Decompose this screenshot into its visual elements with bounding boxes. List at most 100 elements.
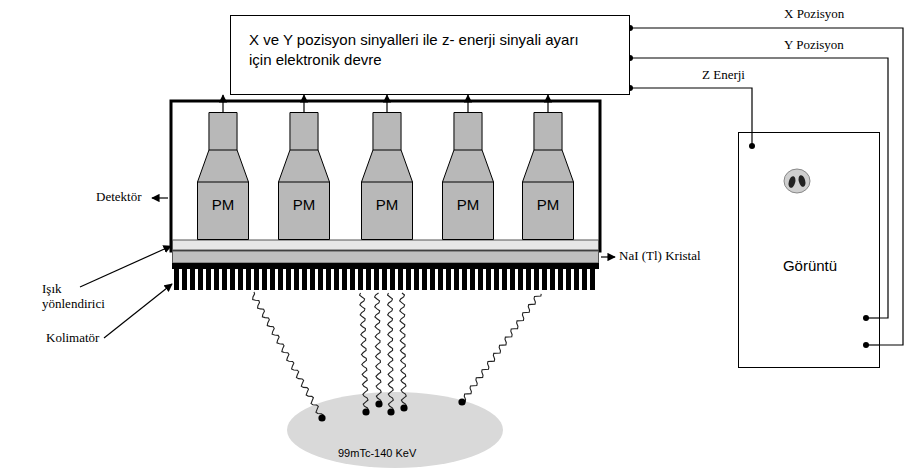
collimator-septum <box>502 268 507 290</box>
collimator-septum <box>238 268 243 290</box>
collimator-septum <box>590 268 595 290</box>
collimator-septum <box>198 268 203 290</box>
leader-line <box>152 197 168 198</box>
collimator-septum <box>294 268 299 290</box>
source-dot <box>375 400 382 407</box>
collimator-septum <box>414 268 419 290</box>
signal-label: Y Pozisyon <box>782 37 846 53</box>
source-dot <box>400 404 407 411</box>
part-label: Detektör <box>96 190 141 205</box>
source-dot <box>318 414 325 421</box>
collimator-septum <box>422 268 427 290</box>
collimator-septum <box>318 268 323 290</box>
photomultiplier-tube: PM <box>361 112 413 240</box>
gamma-ray <box>360 293 369 412</box>
collimator-septum <box>390 268 395 290</box>
pm-tube-outline <box>361 112 413 240</box>
gamma-ray <box>388 293 394 412</box>
image-icon <box>784 169 810 193</box>
collimator-septum <box>286 268 291 290</box>
collimator-septum <box>358 268 363 290</box>
box-text: X ve Y pozisyon sinyalleri ile z- enerji… <box>249 30 579 71</box>
leader-line <box>104 284 172 338</box>
photomultiplier-tube: PM <box>197 112 249 240</box>
collimator-septum <box>470 268 475 290</box>
collimator-septum <box>334 268 339 290</box>
gamma-ray <box>462 294 541 402</box>
photomultiplier-tube: PM <box>278 112 330 240</box>
source-dot <box>458 398 465 405</box>
collimator-septum <box>446 268 451 290</box>
pm-label: PM <box>361 196 413 213</box>
collimator-septum <box>494 268 499 290</box>
gamma-ray <box>400 293 407 408</box>
part-label: Kolimatör <box>46 331 99 346</box>
collimator-septum <box>222 268 227 290</box>
part-label: NaI (Tl) Kristal <box>619 249 701 264</box>
collimator-septum <box>366 268 371 290</box>
source-dot <box>362 408 369 415</box>
collimator-septum <box>302 268 307 290</box>
nai-crystal <box>173 251 599 263</box>
collimator-septum <box>398 268 403 290</box>
light-guide <box>173 240 599 250</box>
collimator-septum <box>278 268 283 290</box>
signal-arrow <box>303 95 304 112</box>
collimator-septum <box>574 268 579 290</box>
signal-arrow <box>386 95 387 112</box>
collimator-septum <box>582 268 587 290</box>
collimator-septum <box>558 268 563 290</box>
collimator-septum <box>214 268 219 290</box>
collimator-septum <box>326 268 331 290</box>
signal-arrow <box>547 95 548 112</box>
photomultiplier-tube: PM <box>442 112 494 240</box>
collimator-septa <box>174 268 595 290</box>
pm-label: PM <box>442 196 494 213</box>
collimator-septum <box>550 268 555 290</box>
pm-tube-outline <box>522 112 574 240</box>
gamma-ray <box>375 293 382 404</box>
terminal-dot <box>627 25 633 31</box>
collimator-septum <box>246 268 251 290</box>
collimator-septum <box>182 268 187 290</box>
gamma-ray <box>253 292 324 418</box>
display-label: Görüntü <box>739 257 881 274</box>
display-screen: Görüntü <box>738 132 880 368</box>
terminal-dot <box>863 315 869 321</box>
signal-label: X Pozisyon <box>782 6 846 22</box>
source-dot <box>387 408 394 415</box>
collimator-septum <box>190 268 195 290</box>
pm-label: PM <box>197 196 249 213</box>
signal-label: Z Enerji <box>700 67 747 83</box>
pm-label: PM <box>522 196 574 213</box>
collimator-septum <box>526 268 531 290</box>
collimator-septum <box>566 268 571 290</box>
collimator-septum <box>510 268 515 290</box>
pm-label: PM <box>278 196 330 213</box>
source-label: 99mTc-140 KeV <box>338 447 416 460</box>
leader-line <box>80 246 171 287</box>
collimator-septum <box>486 268 491 290</box>
signal-arrow <box>467 95 468 112</box>
terminal-dot <box>863 342 869 348</box>
signal-wire <box>630 28 903 345</box>
collimator-septum <box>438 268 443 290</box>
collimator-septum <box>542 268 547 290</box>
gamma-rays <box>253 292 542 422</box>
collimator-septum <box>174 268 179 290</box>
collimator-septum <box>518 268 523 290</box>
collimator-septum <box>350 268 355 290</box>
terminal-dot <box>627 55 633 61</box>
pm-tube-outline <box>278 112 330 240</box>
collimator-septum <box>254 268 259 290</box>
collimator-septum <box>382 268 387 290</box>
collimator-septum <box>454 268 459 290</box>
detector-housing <box>171 101 600 251</box>
signal-wire <box>630 58 888 318</box>
collimator-septum <box>262 268 267 290</box>
collimator-septum <box>534 268 539 290</box>
